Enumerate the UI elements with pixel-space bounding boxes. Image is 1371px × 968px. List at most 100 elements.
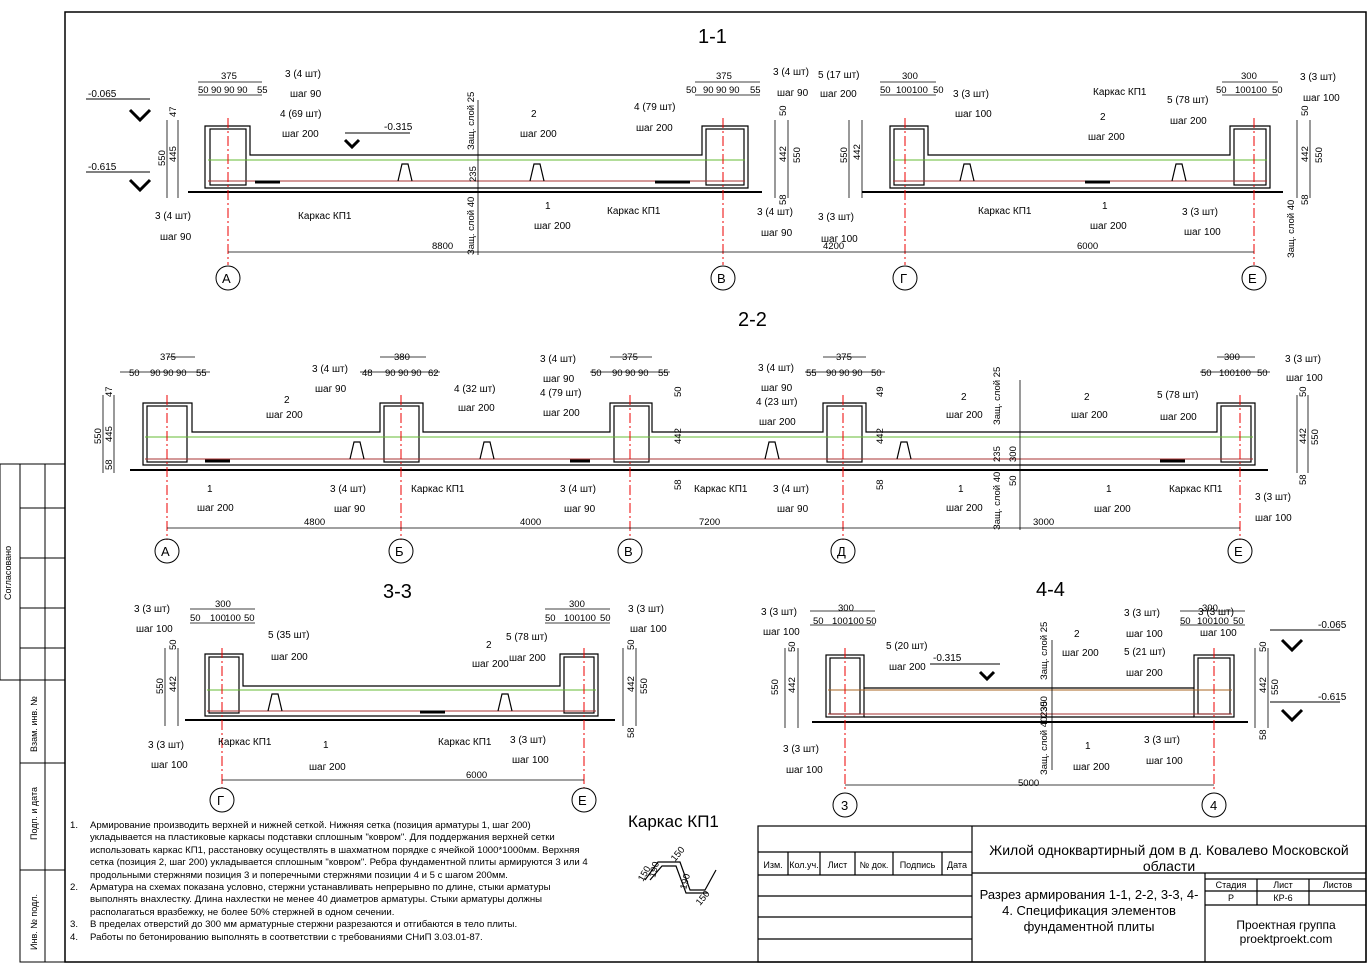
- axis-4: 4: [1210, 798, 1217, 813]
- label-r3-4: 3 (4 шт): [773, 484, 809, 495]
- dim-55: 55: [750, 85, 761, 96]
- kp1-detail-title: Каркас КП1: [628, 812, 719, 831]
- label-step100: шаг 100: [630, 624, 667, 635]
- dim-300: 300: [1008, 446, 1019, 462]
- label-r4-69: 4 (69 шт): [280, 109, 322, 120]
- dim-100: 100: [1235, 368, 1251, 379]
- label-step200: шаг 200: [1088, 132, 1125, 143]
- dim-550: 550: [839, 147, 850, 163]
- dim-50: 50: [600, 613, 611, 624]
- label-pos1: 1: [545, 201, 551, 212]
- dim-100: 100: [1213, 616, 1229, 627]
- dim-50: 50: [1201, 368, 1212, 379]
- dim-47: 47: [104, 386, 115, 397]
- dim-300: 300: [569, 599, 585, 610]
- label-r3-3: 3 (3 шт): [510, 735, 546, 746]
- dim-55: 55: [257, 85, 268, 96]
- dim-50: 50: [933, 85, 944, 96]
- kp1-detail-drawing: [644, 861, 717, 894]
- dim-100: 100: [580, 613, 596, 624]
- sidebar-sign-date: Подп. и дата: [29, 787, 39, 840]
- label-step200: шаг 200: [458, 403, 495, 414]
- dim-442: 442: [1300, 146, 1311, 162]
- label-step200: шаг 200: [509, 653, 546, 664]
- dim-50: 50: [198, 85, 209, 96]
- label-r5-78: 5 (78 шт): [1157, 390, 1199, 401]
- label-step200: шаг 200: [266, 410, 303, 421]
- level-top-44: -0.065: [1318, 620, 1347, 631]
- note-item: 2.Арматура на схемах показана условно, с…: [70, 882, 595, 919]
- tb-stage-header: Стадия: [1215, 880, 1247, 890]
- note-text: Армирование производить верхней и нижней…: [90, 820, 588, 881]
- label-r3-3: 3 (3 шт): [761, 607, 797, 618]
- dim-100: 100: [1235, 85, 1251, 96]
- dim-550: 550: [1310, 429, 1321, 445]
- section-2-2-axis-bubbles: [154, 538, 1253, 564]
- axis-g: Г: [900, 271, 907, 286]
- label-step100: шаг 100: [1126, 629, 1163, 640]
- dim-90: 90: [211, 85, 222, 96]
- label-kp1: Каркас КП1: [298, 211, 352, 222]
- dim-442: 442: [673, 428, 684, 444]
- span-5000: 5000: [1018, 778, 1039, 789]
- note-text: В пределах отверстий до 300 мм арматурны…: [90, 919, 518, 931]
- label-r3-4: 3 (4 шт): [758, 363, 794, 374]
- section-3-3-axis-bubbles: [209, 787, 597, 813]
- label-step100: шаг 100: [1184, 227, 1221, 238]
- dim-100: 100: [912, 85, 928, 96]
- label-r3-4: 3 (4 шт): [285, 69, 321, 80]
- label-kp1: Каркас КП1: [607, 206, 661, 217]
- section-1-1-level-marks: [86, 98, 410, 193]
- label-kp1: Каркас КП1: [978, 206, 1032, 217]
- span-7200: 7200: [699, 517, 720, 528]
- label-kp1: Каркас КП1: [1093, 87, 1147, 98]
- dim-550: 550: [157, 150, 168, 166]
- dim-90: 90: [703, 85, 714, 96]
- dim-442: 442: [852, 144, 863, 160]
- label-r5-78: 5 (78 шт): [1167, 95, 1209, 106]
- label-pos2: 2: [531, 109, 537, 120]
- dim-100: 100: [210, 613, 226, 624]
- dim-442: 442: [1258, 677, 1269, 693]
- label-step200: шаг 200: [759, 417, 796, 428]
- label-r3-3: 3 (3 шт): [1255, 492, 1291, 503]
- axis-b: Б: [395, 544, 404, 559]
- dim-49: 49: [875, 386, 886, 397]
- label-r5-17: 5 (17 шт): [818, 70, 860, 81]
- label-step100: шаг 100: [1286, 373, 1323, 384]
- label-pos2: 2: [284, 395, 290, 406]
- dim-48: 48: [362, 368, 373, 379]
- dim-90: 90: [612, 368, 623, 379]
- span-8800: 8800: [432, 241, 453, 252]
- dim-100: 100: [1219, 368, 1235, 379]
- section-4-4-dims: [784, 610, 1269, 786]
- dim-375: 375: [836, 352, 852, 363]
- label-step200: шаг 200: [282, 129, 319, 140]
- level-mid-11: -0.315: [384, 122, 413, 133]
- label-step200: шаг 200: [197, 503, 234, 514]
- label-step200: шаг 200: [1071, 410, 1108, 421]
- section-4-4-slab: [812, 654, 1248, 723]
- label-step200: шаг 200: [309, 762, 346, 773]
- dim-375: 375: [622, 352, 638, 363]
- label-step100: шаг 100: [512, 755, 549, 766]
- note-number: 2.: [70, 882, 79, 894]
- cover-25-label: Защ. слой 25: [992, 367, 1003, 425]
- dim-50: 50: [129, 368, 140, 379]
- label-step90: шаг 90: [777, 88, 809, 99]
- label-r3-3: 3 (3 шт): [1198, 607, 1234, 618]
- dim-442: 442: [626, 676, 637, 692]
- label-kp1: Каркас КП1: [1169, 484, 1223, 495]
- axis-g: Г: [217, 793, 224, 808]
- dim-58: 58: [875, 479, 886, 490]
- label-step200: шаг 200: [946, 410, 983, 421]
- label-pos2: 2: [1084, 392, 1090, 403]
- section-1-1-vertical-dims: [166, 100, 1311, 255]
- dim-300: 300: [838, 603, 854, 614]
- label-r4-23: 4 (23 шт): [756, 397, 798, 408]
- section-title-1-1: 1-1: [698, 26, 727, 48]
- dim-235: 235: [992, 446, 1003, 462]
- section-4-4-axis-bubbles: [832, 792, 1227, 818]
- label-kp1: Каркас КП1: [694, 484, 748, 495]
- dim-50: 50: [813, 616, 824, 627]
